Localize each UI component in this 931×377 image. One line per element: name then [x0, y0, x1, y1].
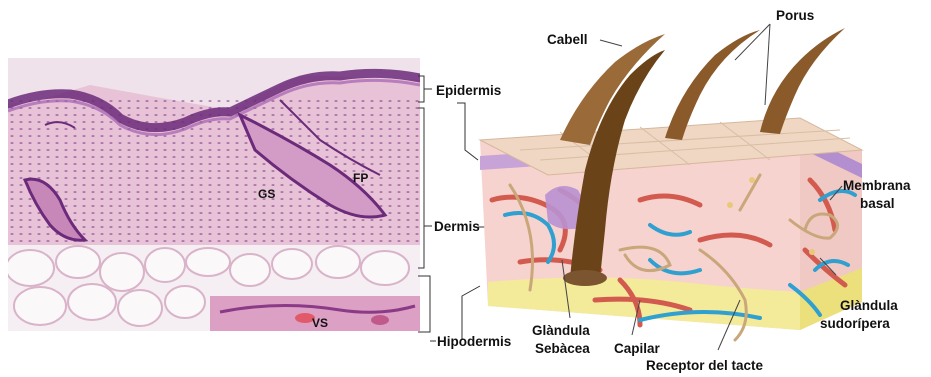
label-hipodermis: Hipodermis — [437, 334, 511, 350]
layer-brackets — [418, 76, 488, 341]
label-receptor-tacte: Receptor del tacte — [646, 358, 763, 374]
label-membrana-basal-1: Membrana — [843, 178, 911, 194]
label-glandula-sudoripera-1: Glàndula — [840, 298, 898, 314]
label-membrana-basal-2: basal — [860, 196, 895, 212]
label-capilar: Capilar — [614, 341, 660, 357]
label-cabell: Cabell — [547, 32, 588, 48]
histology-micrograph — [6, 58, 420, 331]
label-porus: Porus — [776, 8, 814, 24]
label-glandula-sebacea-1: Glàndula — [532, 323, 590, 339]
label-gs: GS — [258, 187, 275, 201]
label-vs: VS — [312, 316, 328, 330]
label-epidermis: Epidermis — [436, 83, 501, 99]
label-fp: FP — [353, 171, 368, 185]
label-dermis: Dermis — [434, 219, 480, 235]
label-glandula-sudoripera-2: sudorípera — [820, 316, 890, 332]
skin-3d-block — [480, 28, 862, 340]
label-glandula-sebacea-2: Sebàcea — [535, 341, 590, 357]
